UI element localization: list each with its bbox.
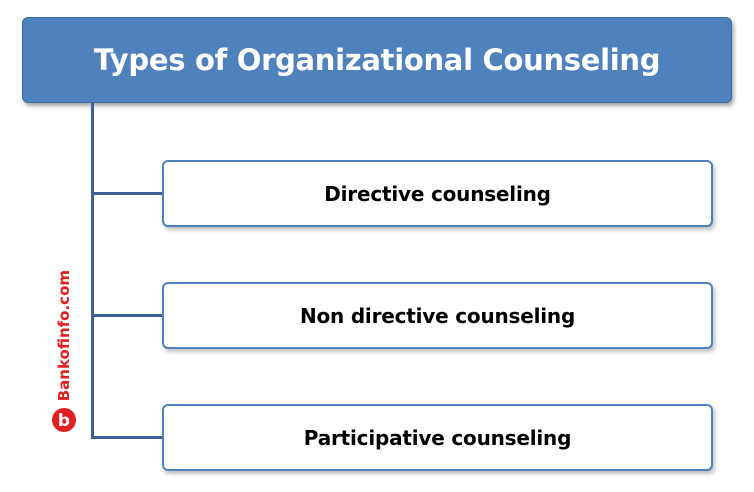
diagram-node-2: Non directive counseling [162, 282, 713, 349]
connector-trunk [91, 103, 94, 439]
watermark-text: Bankofinfo.com [55, 270, 73, 402]
diagram-title: Types of Organizational Counseling [93, 43, 661, 77]
b-logo-icon: b [52, 408, 76, 433]
watermark: Bankofinfo.com b [48, 270, 80, 470]
diagram-node-label: Participative counseling [303, 425, 572, 450]
connector-branch-1 [91, 192, 163, 195]
diagram-node-label: Directive counseling [324, 181, 551, 206]
diagram-title-box: Types of Organizational Counseling [22, 17, 732, 103]
diagram-node-label: Non directive counseling [299, 303, 576, 328]
connector-branch-3 [91, 436, 163, 439]
svg-text:b: b [58, 411, 70, 431]
connector-branch-2 [91, 314, 163, 317]
diagram-node-1: Directive counseling [162, 160, 713, 227]
diagram-node-3: Participative counseling [162, 404, 713, 471]
